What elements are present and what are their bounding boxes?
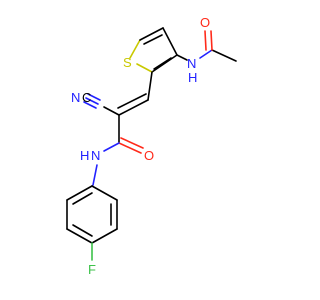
bond-carbonyl-o-double [120,137,144,149]
bond-ar-6 [66,185,93,201]
bond-ar-1 [91,185,118,201]
fluorophenyl-ring [66,185,118,261]
bond-alpha-cn [103,106,120,116]
bond-triple-1 [85,97,99,105]
atom-label-nitrile-nitrogen: N [71,90,80,105]
bond-c3-n [176,54,188,61]
bond-c2-s [136,63,153,73]
bond-carbonyl-o-double [204,30,207,51]
bond-triple-2 [83,101,97,109]
atom-label-amide-nitrogen: N [91,148,100,163]
bond-vinyl-alpha-double [117,93,147,109]
bond-ar-4-inner [72,224,93,237]
thiophene-ring [129,27,178,73]
bond-triple-3 [87,93,101,101]
atom-label-fluorine: F [88,262,96,277]
atom-label-amide-oxygen: O [144,148,154,163]
vinyl-linkage [117,71,153,116]
bond-c3-c2-inner [153,57,172,70]
bond-c2-vinyl [147,71,153,101]
bond-carbonyl-n [103,142,120,152]
bond-c4-c3 [162,27,178,56]
bond-carbonyl-o [210,30,213,51]
bond-n-carbonyl [199,49,213,59]
bond-ar-6-inner [72,192,93,205]
bond-carbonyl-methyl [211,49,237,62]
bond-c5-c4-inner [143,34,163,45]
bond-ar-3 [91,228,118,244]
bond-c5-c4 [139,27,164,41]
acetamide-group [176,30,237,62]
bond-ar-4 [66,228,93,244]
atom-label-acetyl-oxygen: O [200,15,210,30]
bond-s-c5 [129,39,141,59]
atom-label-nitrile-carbon: C [82,90,91,105]
bond-carbonyl-o [118,142,142,154]
atom-label-acetamide-hydrogen: H [188,70,197,85]
nitrile-group [83,93,120,116]
structure-canvas: S N H O N C N H O F [66,15,237,277]
bond-n-aryl [92,164,98,186]
bond-vinyl-alpha [118,99,149,116]
chemical-structure: S N H O N C N H O F [66,15,237,277]
atom-label-acetamide-nitrogen: N [187,56,196,71]
bond-c3-c2 [151,54,178,73]
amide-group [92,114,144,186]
atom-label-amide-hydrogen: H [80,148,89,163]
atom-label-sulfur: S [123,55,132,70]
